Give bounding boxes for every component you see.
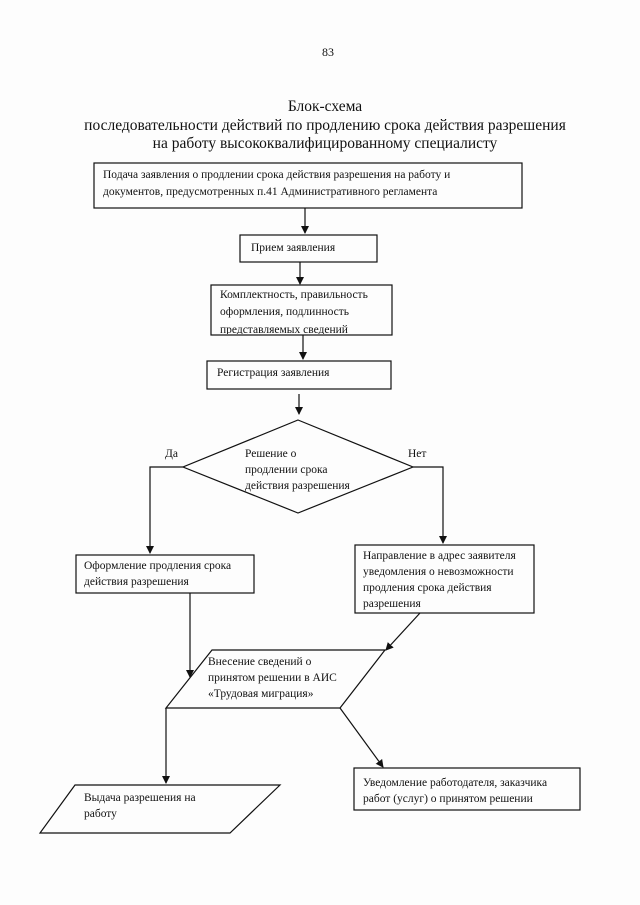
submit-text-1: Подача заявления о продлении срока дейст… bbox=[103, 169, 451, 181]
parallelogram-issue bbox=[38, 784, 282, 834]
decision-text-1: Решение о bbox=[245, 448, 297, 460]
box-extend bbox=[75, 554, 255, 594]
receive-text: Прием заявления bbox=[251, 242, 336, 254]
refuse-text-1: Направление в адрес заявителя bbox=[363, 550, 516, 562]
title-line-1: Блок-схема bbox=[287, 98, 363, 115]
issue-text-1: Выдача разрешения на bbox=[84, 792, 196, 804]
issue-text-2: работу bbox=[84, 808, 117, 820]
branch-no-label: Нет bbox=[408, 448, 427, 460]
title-line-3: на работу высококвалифицированному специ… bbox=[152, 135, 498, 152]
decision-text-3: действия разрешения bbox=[245, 480, 350, 492]
arrow-ais-notify bbox=[339, 707, 384, 768]
box-receive bbox=[239, 234, 378, 263]
branch-yes-label: Да bbox=[165, 448, 178, 460]
page-number: 83 bbox=[322, 45, 334, 59]
ais-text-1: Внесение сведений о bbox=[208, 656, 312, 668]
box-check bbox=[210, 284, 393, 336]
refuse-text-2: уведомления о невозможности bbox=[363, 566, 514, 578]
extend-text-2: действия разрешения bbox=[84, 576, 189, 588]
arrow-refuse-ais bbox=[385, 612, 421, 651]
title-line-2: последовательности действий по продлению… bbox=[84, 117, 566, 134]
check-text-3: представляемых сведений bbox=[220, 324, 348, 334]
box-refuse bbox=[354, 544, 535, 614]
decision-diamond bbox=[181, 419, 415, 514]
arrow-yes bbox=[146, 466, 183, 554]
notify-text-2: работ (услуг) о принятом решении bbox=[363, 793, 533, 805]
ais-text-3: «Трудовая миграция» bbox=[208, 688, 314, 700]
register-text: Регистрация заявления bbox=[217, 367, 330, 379]
notify-text-1: Уведомление работодателя, заказчика bbox=[363, 777, 548, 789]
arrow-no bbox=[413, 466, 447, 544]
refuse-text-4: разрешения bbox=[363, 598, 421, 610]
box-register bbox=[206, 360, 392, 390]
decision-text-2: продлении срока bbox=[245, 464, 328, 476]
box-notify bbox=[353, 767, 581, 811]
check-text-2: оформления, подлинность bbox=[220, 306, 350, 318]
check-text: Комплектность, правильность оформления, … bbox=[212, 286, 391, 334]
extend-text-1: Оформление продления срока bbox=[84, 560, 232, 572]
submit-text-2: документов, предусмотренных п.41 Админис… bbox=[103, 186, 438, 198]
refuse-text-3: продления срока действия bbox=[363, 582, 492, 594]
check-text-1: Комплектность, правильность bbox=[220, 289, 368, 301]
ais-text-2: принятом решении в АИС bbox=[208, 672, 337, 684]
box-submit bbox=[93, 162, 523, 209]
